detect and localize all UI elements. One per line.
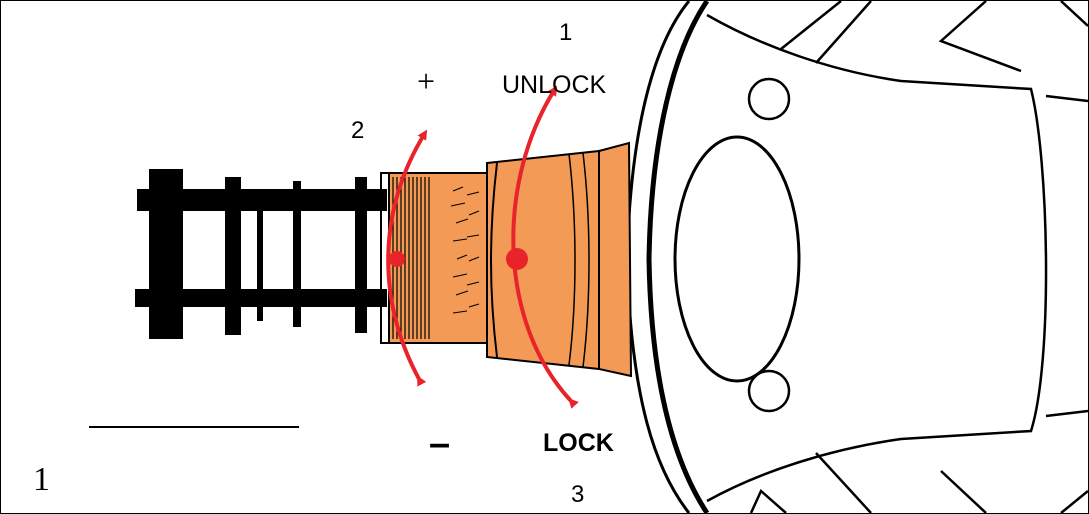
lock-collar-pivot bbox=[506, 248, 528, 270]
minus-label: – bbox=[429, 423, 451, 465]
plus-label: + bbox=[417, 63, 436, 99]
step-1-label: 1 bbox=[559, 19, 573, 46]
step-2-label: 2 bbox=[351, 117, 365, 144]
adjust-ring-pivot bbox=[389, 251, 405, 267]
rear-bracket bbox=[135, 169, 387, 339]
figure-number: 1 bbox=[33, 461, 50, 498]
lens-opening bbox=[673, 135, 801, 383]
lock-collar bbox=[486, 149, 600, 371]
camera-body bbox=[625, 1, 1088, 513]
lock-label: LOCK bbox=[543, 429, 614, 457]
unlock-label: UNLOCK bbox=[502, 71, 607, 99]
top-screw-hole bbox=[747, 77, 791, 121]
step-3-label: 3 bbox=[571, 481, 585, 508]
bottom-screw-hole bbox=[747, 369, 791, 413]
